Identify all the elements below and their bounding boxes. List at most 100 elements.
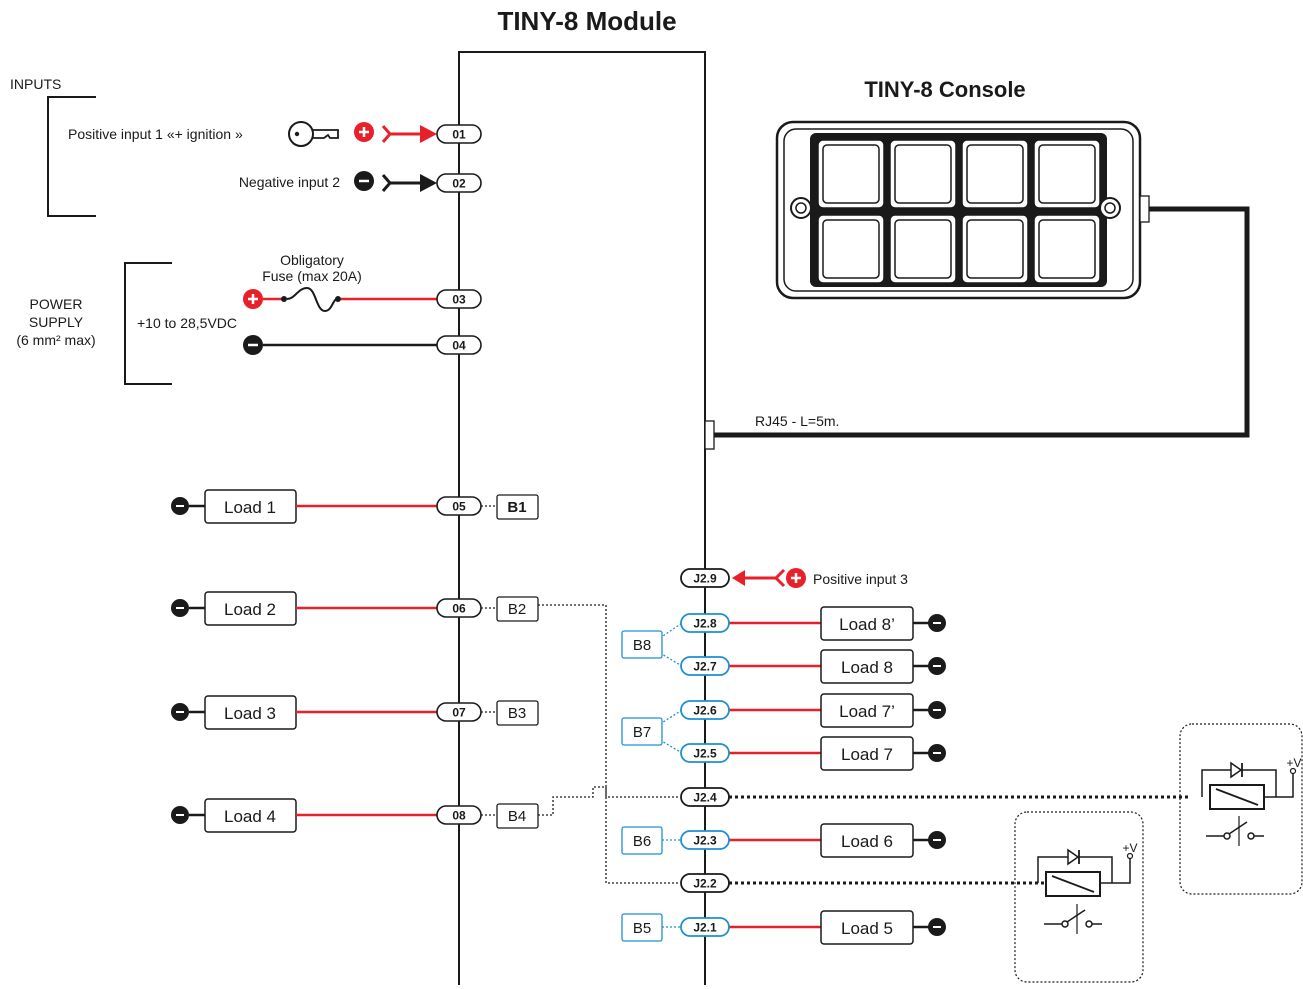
right-load-row: Load 5 — [729, 910, 946, 945]
terminal-05: 05 — [436, 496, 482, 516]
console-key — [817, 139, 885, 209]
button-box — [496, 803, 539, 829]
terminal-J2.1: J2.1 — [680, 917, 730, 937]
terminal-label: J2.5 — [693, 747, 717, 761]
b4-relay-link — [538, 786, 680, 816]
terminal-label: J2.6 — [693, 704, 717, 718]
button-link: B2 — [481, 596, 539, 622]
relay-supply-label: +V — [1122, 841, 1137, 855]
terminal-label: 03 — [452, 293, 466, 307]
fuse-label-line: Obligatory — [280, 252, 344, 268]
console-key — [817, 214, 885, 284]
button-box — [621, 717, 663, 746]
button-label: B8 — [633, 637, 651, 654]
positive-input-1-label: Positive input 1 «+ ignition » — [68, 126, 243, 142]
diode-icon — [1037, 848, 1113, 883]
console-key — [889, 214, 957, 284]
negative-input-2-label: Negative input 2 — [239, 174, 340, 190]
connector-arrow-icon — [732, 568, 786, 588]
relay-module: +V — [1179, 723, 1303, 895]
console-key — [1033, 139, 1101, 209]
connector-arrow-icon — [381, 125, 437, 143]
terminal-02: 02 — [436, 173, 482, 193]
b6-link: B6 — [621, 826, 680, 855]
button-label: B4 — [508, 808, 526, 825]
terminal-06: 06 — [436, 598, 482, 618]
terminal-label: J2.8 — [693, 617, 717, 631]
power-bracket — [124, 262, 172, 385]
b7-link: B7 — [621, 709, 683, 754]
b5-link: B5 — [621, 913, 680, 942]
left-load-row: Load 3 — [171, 695, 437, 730]
relay-supply-label: +V — [1286, 756, 1301, 770]
relay-module: +V — [1014, 811, 1144, 983]
inputs-group-label: INPUTS — [10, 76, 61, 92]
terminal-04: 04 — [436, 335, 482, 355]
fuse-label-line: Fuse (max 20A) — [262, 268, 362, 284]
button-box — [496, 596, 539, 622]
terminal-03: 03 — [436, 289, 482, 309]
switch-contact-icon — [1044, 904, 1102, 934]
load-label: Load 5 — [841, 919, 893, 938]
plus-icon — [243, 289, 263, 309]
minus-icon — [928, 657, 946, 675]
terminal-J2.3: J2.3 — [680, 830, 730, 850]
terminal-label: 04 — [452, 339, 466, 353]
switch-contact-icon — [1206, 816, 1264, 846]
terminal-J2.7: J2.7 — [680, 656, 730, 676]
load-label: Load 7’ — [839, 702, 895, 721]
console-keypad — [775, 120, 1150, 300]
right-load-row: Load 8 — [729, 649, 946, 684]
load-label: Load 6 — [841, 832, 893, 851]
button-link: B4 — [481, 803, 539, 829]
cable-label: RJ45 - L=5m. — [755, 413, 839, 429]
terminal-label: J2.3 — [693, 834, 717, 848]
left-load-row: Load 4 — [171, 798, 437, 833]
terminal-label: J2.4 — [693, 791, 717, 805]
minus-icon — [928, 831, 946, 849]
terminal-J2.9: J2.9 — [680, 568, 730, 588]
button-link: B3 — [481, 700, 539, 726]
console-key — [889, 139, 957, 209]
inputs-bracket — [47, 96, 96, 217]
button-label: B7 — [633, 724, 651, 741]
console-key — [961, 214, 1029, 284]
positive-input-3-label: Positive input 3 — [813, 571, 908, 587]
load-label: Load 8’ — [839, 615, 895, 634]
terminal-label: 07 — [452, 706, 466, 720]
minus-icon — [243, 335, 263, 355]
button-label: B6 — [633, 833, 651, 850]
b8-link: B8 — [621, 622, 683, 667]
terminal-08: 08 — [436, 805, 482, 825]
terminal-label: J2.1 — [693, 921, 717, 935]
terminal-label: 08 — [452, 809, 466, 823]
rj45-cable — [713, 206, 1250, 438]
right-load-row: Load 8’ — [729, 606, 946, 641]
relay-coil-icon — [1209, 784, 1265, 810]
power-supply-label-line: SUPPLY — [29, 314, 84, 330]
button-box — [621, 913, 663, 942]
button-box — [621, 630, 663, 659]
console-key — [1033, 214, 1101, 284]
right-load-row: Load 7 — [729, 736, 946, 771]
terminal-J2.6: J2.6 — [680, 700, 730, 720]
load-label: Load 2 — [224, 600, 276, 619]
connector-arrow-icon — [381, 174, 437, 192]
terminal-J2.4: J2.4 — [680, 787, 730, 807]
minus-icon — [928, 744, 946, 762]
terminal-label: 01 — [452, 128, 466, 142]
button-label: B2 — [508, 601, 526, 618]
terminal-label: 05 — [452, 500, 466, 514]
module-frame — [458, 51, 706, 985]
terminal-label: J2.7 — [693, 660, 717, 674]
button-label: B5 — [633, 920, 651, 937]
terminal-label: J2.2 — [693, 877, 717, 891]
left-load-row: Load 1 — [171, 489, 437, 524]
button-box — [496, 700, 539, 726]
plus-icon — [354, 122, 374, 142]
diode-icon — [1201, 761, 1277, 797]
key-icon — [288, 121, 339, 147]
left-load-row: Load 2 — [171, 591, 437, 626]
